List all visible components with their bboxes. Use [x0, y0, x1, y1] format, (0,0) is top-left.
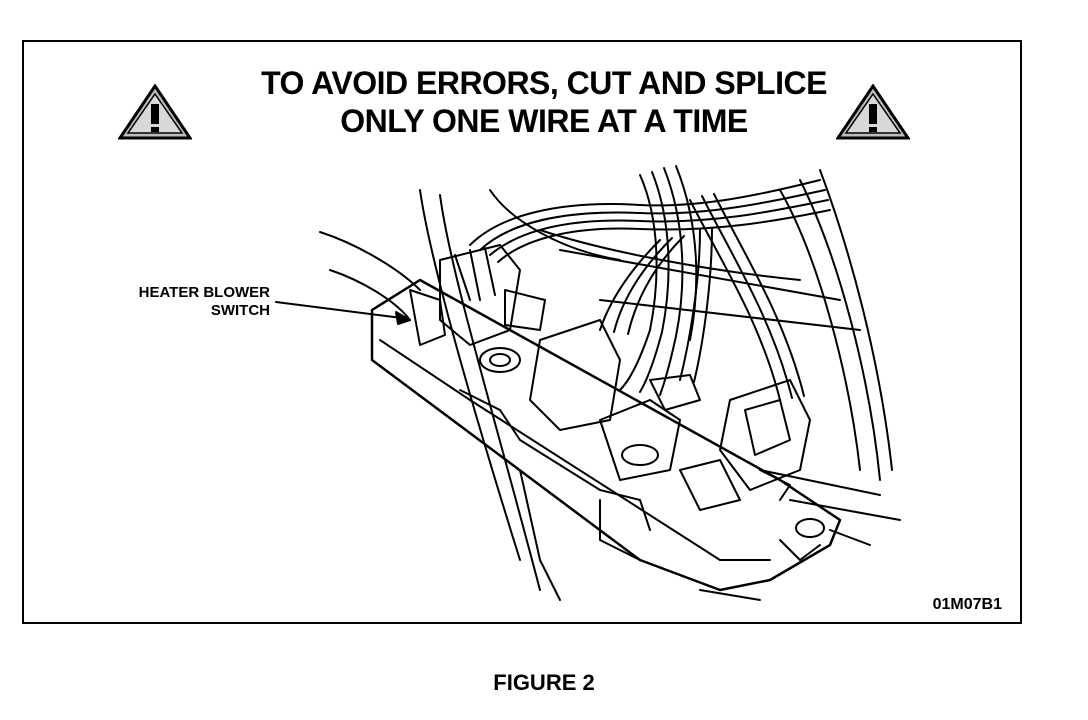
warning-triangle-icon [836, 84, 910, 140]
warning-line-1: TO AVOID ERRORS, CUT AND SPLICE [261, 65, 827, 101]
callout-line-2: SWITCH [210, 302, 270, 319]
warning-triangle-icon [118, 84, 192, 140]
figure-caption: FIGURE 2 [493, 670, 595, 695]
warning-text: TO AVOID ERRORS, CUT AND SPLICE ONLY ONE… [0, 64, 1088, 140]
callout-line-1: HEATER BLOWER [138, 284, 270, 301]
warning-line-2: ONLY ONE WIRE AT A TIME [340, 103, 748, 139]
figure-frame [22, 40, 1022, 624]
figure-code: 01M07B1 [932, 596, 1002, 613]
heater-blower-switch-callout: HEATER BLOWER SWITCH [60, 284, 270, 320]
